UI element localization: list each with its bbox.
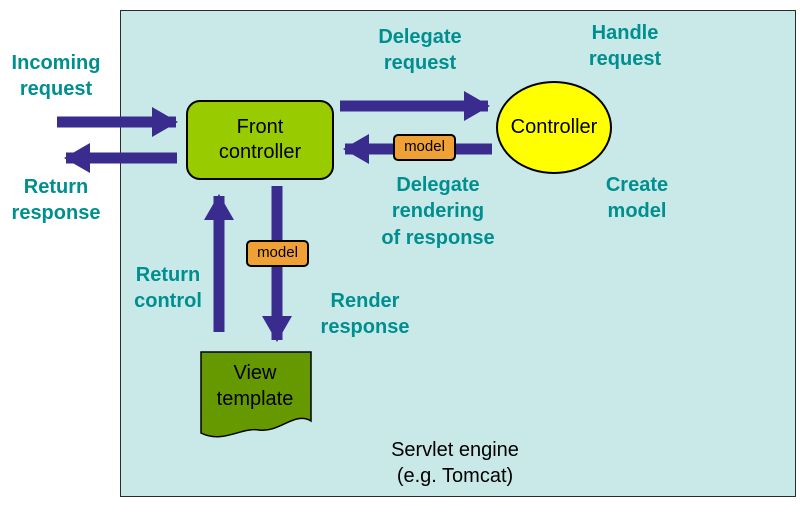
model-badge-top: model xyxy=(393,134,456,161)
front-controller-node: Front controller xyxy=(186,100,334,180)
handle-request-label: Handle request xyxy=(588,22,662,71)
servlet-engine-label: Servlet engine (e.g. Tomcat) xyxy=(391,439,519,488)
delegate-rendering-label: Delegate rendering of response xyxy=(381,174,495,249)
return-control-label: Return control xyxy=(134,264,202,313)
controller-node: Controller xyxy=(496,81,612,174)
create-model-label: Create model xyxy=(605,174,669,223)
view-template-shape xyxy=(200,351,312,438)
view-template-label: View template xyxy=(216,362,294,411)
render-response-label: Render response xyxy=(320,290,410,339)
model-badge-bottom: model xyxy=(246,240,309,267)
incoming-request-label: Incoming request xyxy=(11,52,101,101)
return-response-label: Return response xyxy=(11,176,101,225)
delegate-request-label: Delegate request xyxy=(378,26,462,75)
